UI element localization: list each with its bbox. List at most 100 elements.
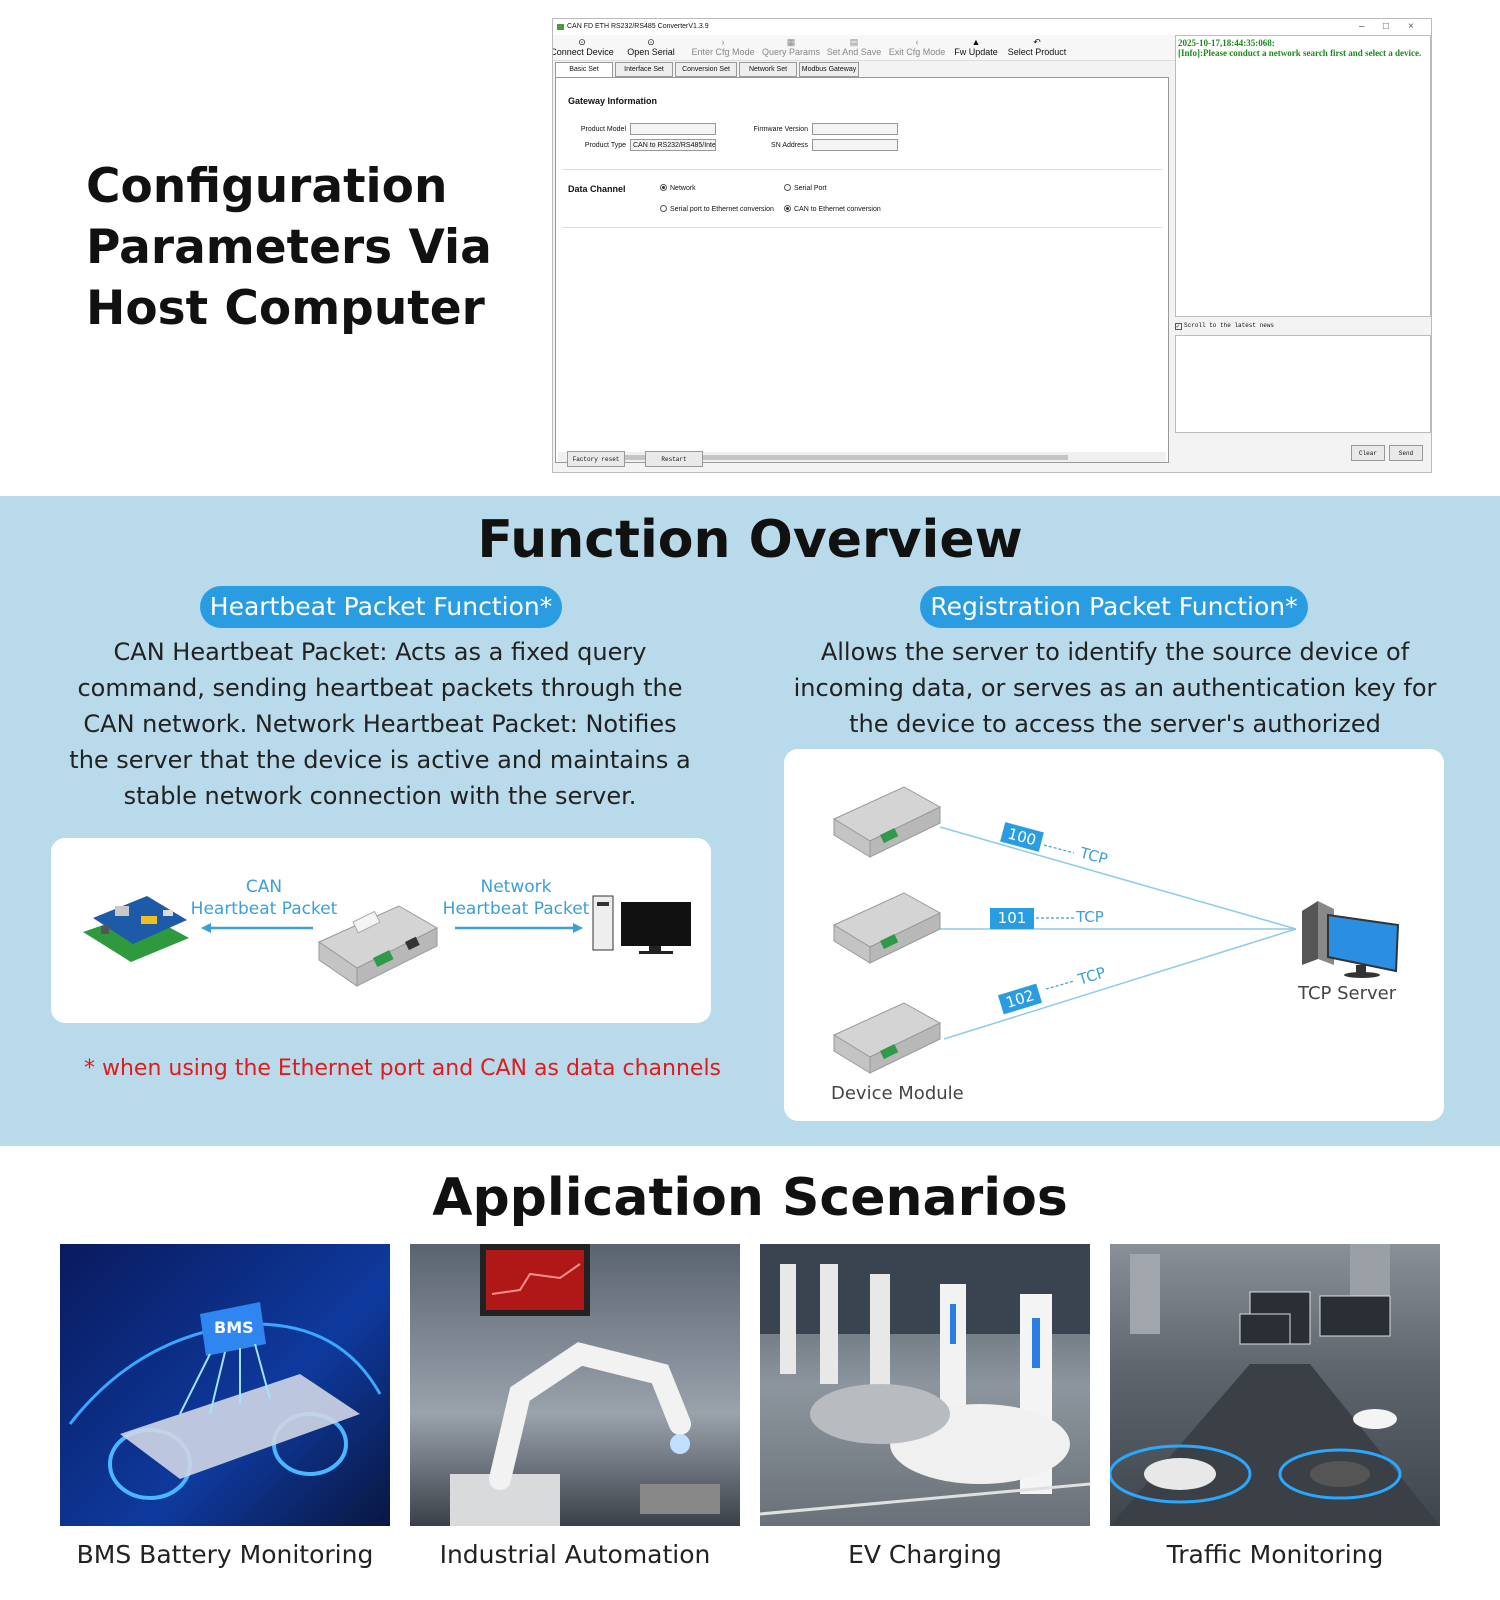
send-button[interactable]: Send — [1389, 445, 1423, 461]
clear-button[interactable]: Clear — [1351, 445, 1385, 461]
caption-industrial: Industrial Automation — [439, 1540, 711, 1569]
firmware-version-label: Firmware Version — [753, 126, 808, 133]
tcp-connection-lines — [939, 826, 1297, 1040]
config-headline: Configuration Parameters Via Host Comput… — [86, 159, 492, 336]
application-scenarios-title: Application Scenarios — [432, 1168, 1068, 1228]
data-channel-group: Data Channel Network Serial Port Serial … — [562, 176, 1162, 228]
bms-image: BMS — [60, 1244, 390, 1526]
radio-selected-icon — [660, 184, 667, 191]
radio-empty-icon — [660, 205, 667, 212]
radio-selected-icon — [784, 205, 791, 212]
log-timestamp: 2025-10-17,18:44:35:068: — [1178, 38, 1275, 48]
registration-pill: Registration Packet Function* — [920, 586, 1308, 628]
caption-bms: BMS Battery Monitoring — [76, 1540, 374, 1569]
product-type-field[interactable]: CAN to RS232/RS485/Inte — [630, 139, 716, 151]
select-product-button[interactable]: ↶Select Product — [1005, 35, 1069, 61]
heartbeat-diagram: CAN Heartbeat Packet Network Heartbeat P… — [51, 838, 711, 1023]
query-params-button[interactable]: ▦Query Params — [761, 37, 821, 57]
minimize-icon[interactable]: – — [1359, 21, 1365, 32]
exit-cfg-mode-button[interactable]: ‹Exit Cfg Mode — [886, 35, 948, 61]
tcp-server-icon — [1302, 901, 1400, 978]
horizontal-scrollbar[interactable] — [558, 452, 1166, 462]
device-module-icon-3 — [832, 1002, 942, 1074]
registration-diagram: 100 TCP 101 TCP 102 TCP TCP Server Devic… — [784, 749, 1444, 1121]
id-badge-101: 101 — [990, 908, 1034, 929]
bms-badge: BMS — [214, 1318, 254, 1337]
arrow-right-icon — [455, 923, 583, 933]
open-serial-button[interactable]: ⊙Open Serial — [623, 35, 679, 61]
scroll-latest-option[interactable]: ✓Scroll to the latest news — [1175, 322, 1275, 330]
arrow-left-icon — [201, 923, 313, 933]
tab-modbus-gateway[interactable]: Modbus Gateway — [799, 62, 859, 77]
smart-road-illustration — [1110, 1244, 1440, 1526]
enter-cfg-mode-button[interactable]: ›Enter Cfg Mode — [688, 35, 758, 61]
industrial-automation-image — [410, 1244, 740, 1526]
can-label-1: CAN — [245, 877, 283, 897]
tab-network-set[interactable]: Network Set — [739, 62, 797, 77]
pin-icon: ⊙ — [578, 37, 586, 47]
gateway-info-group: Gateway Information Product Model Produc… — [562, 86, 1162, 170]
channel-note: * when using the Ethernet port and CAN a… — [84, 1056, 722, 1081]
computer-icon — [592, 895, 691, 954]
chevron-right-icon: › — [721, 37, 725, 47]
device-module-label: Device Module — [831, 1083, 964, 1104]
connect-device-button[interactable]: ⊙Connect Device — [553, 35, 615, 61]
radio-can-to-ethernet[interactable]: CAN to Ethernet conversion — [784, 205, 881, 215]
tab-basic-set[interactable]: Basic Set — [555, 62, 613, 77]
radio-empty-icon — [784, 184, 791, 191]
config-section: Configuration Parameters Via Host Comput… — [0, 0, 1500, 496]
gateway-device-icon — [317, 905, 439, 987]
send-input[interactable] — [1175, 335, 1431, 433]
set-and-save-button[interactable]: ▤Set And Save — [826, 37, 882, 57]
rocket-icon: ▲ — [971, 37, 981, 47]
scroll-thumb[interactable] — [568, 455, 1068, 460]
maximize-icon[interactable]: □ — [1383, 21, 1390, 32]
sn-address-field[interactable] — [812, 139, 898, 151]
tcp-server-label: TCP Server — [1298, 983, 1397, 1004]
pin-icon: ⊙ — [647, 37, 655, 47]
data-channel-title: Data Channel — [568, 184, 626, 194]
radio-serial-to-ethernet[interactable]: Serial port to Ethernet conversion — [660, 205, 774, 215]
tab-conversion-set[interactable]: Conversion Set — [675, 62, 737, 77]
ev-charging-image — [760, 1244, 1090, 1526]
function-overview-section: Function Overview Heartbeat Packet Funct… — [0, 496, 1500, 1146]
charging-stations-illustration — [760, 1244, 1090, 1516]
heartbeat-description: CAN Heartbeat Packet: Acts as a fixed qu… — [69, 638, 691, 810]
device-module-icon-2 — [832, 892, 942, 964]
save-icon: ▤ — [849, 37, 859, 47]
basic-set-panel: Gateway Information Product Model Produc… — [555, 77, 1169, 463]
raspberry-pi-board-icon — [83, 896, 189, 962]
product-model-field[interactable] — [630, 123, 716, 135]
radio-network[interactable]: Network — [660, 184, 696, 194]
undo-icon: ↶ — [1033, 37, 1041, 47]
query-icon: ▦ — [786, 37, 796, 47]
function-overview-title: Function Overview — [477, 510, 1023, 570]
heartbeat-pill: Heartbeat Packet Function* — [200, 586, 562, 628]
restart-button[interactable]: Restart — [645, 451, 703, 467]
chevron-left-icon: ‹ — [915, 37, 919, 47]
network-label-2: Heartbeat Packet — [442, 899, 590, 919]
log-message: [Info]:Please conduct a network search f… — [1178, 48, 1422, 58]
checkbox-checked-icon: ✓ — [1175, 323, 1182, 330]
config-app-window: CAN FD ETH RS232/RS485 ConverterV1.3.9 –… — [552, 18, 1432, 473]
product-type-label: Product Type — [584, 142, 626, 149]
tab-interface-set[interactable]: Interface Set — [615, 62, 673, 77]
close-icon[interactable]: × — [1408, 21, 1414, 32]
app-icon — [557, 24, 564, 30]
window-title: CAN FD ETH RS232/RS485 ConverterV1.3.9 — [567, 23, 709, 30]
product-model-label: Product Model — [580, 126, 626, 133]
tab-bar: Basic Set Interface Set Conversion Set N… — [555, 62, 1165, 77]
window-titlebar: CAN FD ETH RS232/RS485 ConverterV1.3.9 –… — [553, 19, 1431, 35]
ev-battery-car-illustration — [68, 1302, 382, 1500]
robot-arm-illustration — [450, 1244, 720, 1526]
tcp-label-2: TCP — [1076, 908, 1104, 926]
fw-update-button[interactable]: ▲Fw Update — [951, 35, 1001, 61]
network-label-1: Network — [480, 877, 552, 897]
firmware-version-field[interactable] — [812, 123, 898, 135]
traffic-monitoring-image — [1110, 1244, 1440, 1526]
can-label-2: Heartbeat Packet — [190, 899, 338, 919]
device-module-icon-1 — [832, 786, 942, 858]
factory-reset-button[interactable]: Factory reset — [567, 451, 625, 467]
radio-serial-port[interactable]: Serial Port — [784, 184, 827, 194]
log-panel: 2025-10-17,18:44:35:068: [Info]:Please c… — [1175, 35, 1431, 317]
